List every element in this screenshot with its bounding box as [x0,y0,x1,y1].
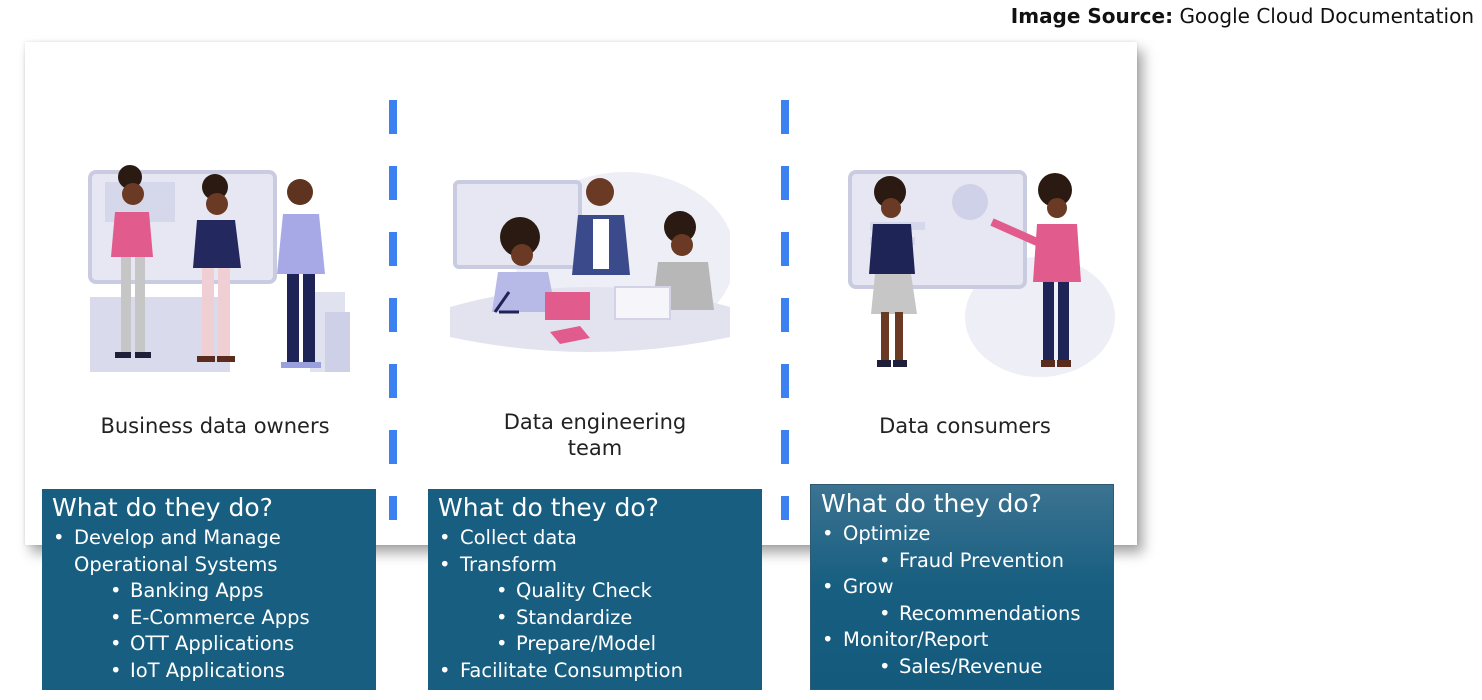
role-label-data-consumers: Data consumers [855,413,1075,439]
list-item: E-Commerce Apps [52,605,366,632]
list-item: IoT Applications [52,658,366,685]
list-item: Transform [438,552,752,579]
box-title: What do they do? [438,493,659,522]
list-item: Optimize [821,521,1103,548]
role-label-engineering-team: Data engineering team [475,409,715,461]
image-source-caption: Image Source: Google Cloud Documentation [1011,4,1474,28]
role-label-text: Business data owners [100,414,330,438]
box-list: Collect data Transform Quality Check Sta… [438,525,752,684]
role-label-text: Data consumers [879,414,1051,438]
list-item: Grow [821,574,1103,601]
list-item: Quality Check [438,578,752,605]
engineering-team-illustration [450,172,730,352]
image-source-value: Google Cloud Documentation [1179,4,1474,28]
list-item: Standardize [438,605,752,632]
role-label-line-1: Data engineering [503,410,687,434]
list-item: Facilitate Consumption [438,658,752,685]
list-item: Collect data [438,525,752,552]
list-item: Prepare/Model [438,631,752,658]
list-item: Develop and Manage [52,525,366,552]
roles-slide: Business data owners Data engineering te… [25,42,1137,545]
data-consumers-illustration [848,170,1115,377]
box-data-consumers: What do they do? Optimize Fraud Preventi… [810,484,1114,690]
list-item: Operational Systems [74,552,278,576]
image-source-label: Image Source: [1010,4,1174,28]
list-item: OTT Applications [52,631,366,658]
box-business-owners: What do they do? Develop and Manage Oper… [42,489,376,690]
list-item: Recommendations [821,601,1103,628]
divider-1 [389,100,397,520]
box-title: What do they do? [821,489,1042,518]
box-title: What do they do? [52,493,273,522]
list-item: Banking Apps [52,578,366,605]
list-item: Sales/Revenue [821,654,1103,681]
role-label-line-2: team [567,436,623,460]
box-list: Optimize Fraud Prevention Grow Recommend… [821,521,1103,680]
box-engineering-team: What do they do? Collect data Transform … [428,489,762,690]
box-list: Develop and Manage Operational Systems B… [52,525,366,684]
list-item: Monitor/Report [821,627,1103,654]
role-label-business-owners: Business data owners [85,413,345,439]
divider-2 [781,100,789,520]
business-owners-illustration [88,165,350,372]
list-item: Fraud Prevention [821,548,1103,575]
